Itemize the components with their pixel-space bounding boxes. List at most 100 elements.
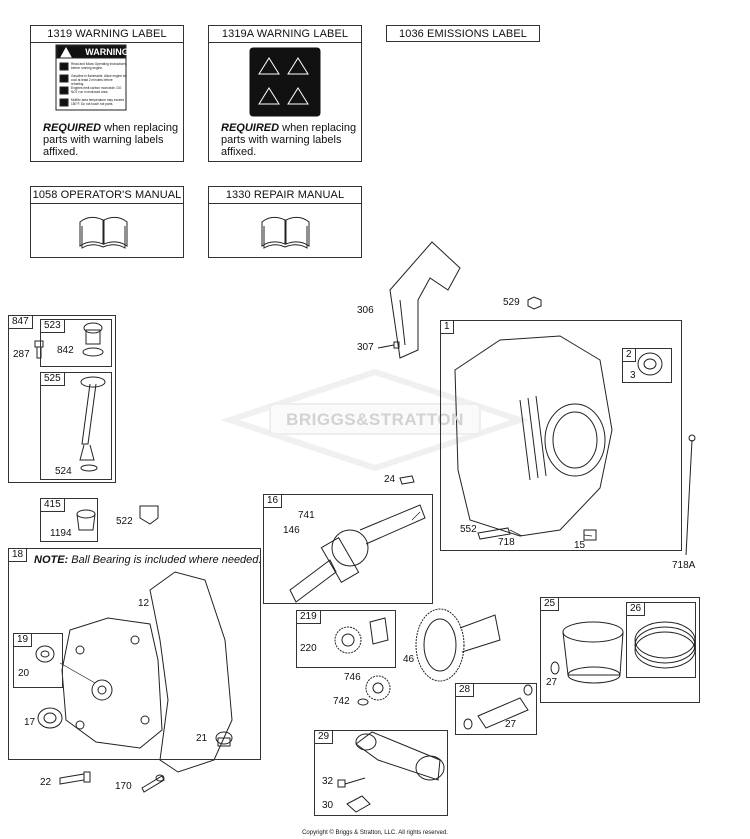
crankcase-cover-drawing [61,617,163,749]
box-title: 1319A WARNING LABEL [209,26,361,43]
copyright-notice: Copyright © Briggs & Stratton, LLC. All … [302,830,448,836]
warning-sign-line: Muffler area temperature may exceed 150°… [71,98,125,106]
part-number: 20 [18,668,30,679]
clip-27-drawing [550,661,560,675]
part-number: 21 [196,733,208,744]
note-keyword: NOTE: [34,554,69,566]
group-tag: 26 [626,602,646,616]
part-number: 287 [13,349,30,360]
group-tag: 2 [622,348,636,362]
part-number: 27 [505,719,517,730]
box-title: 1036 EMISSIONS LABEL [399,28,527,40]
part-number: 522 [116,516,133,527]
part-number: 146 [283,525,300,536]
required-keyword: REQUIRED [221,122,280,134]
nut-529-drawing [527,296,542,310]
dipstick-tube-drawing [79,376,106,472]
group-1-box [440,320,682,551]
part-number: 22 [40,777,52,788]
drain-plug-drawing [76,509,96,531]
pin-718a-drawing [685,434,696,556]
part-number: 30 [322,800,334,811]
part-number: 307 [357,342,374,353]
group-tag: 523 [40,319,65,333]
group-525-box [40,372,112,480]
required-note: REQUIRED when replacing parts with warni… [43,122,179,158]
brand-watermark-text: BRIGGS&STRATTON [286,410,464,429]
screw-307-drawing [377,341,400,349]
note-text: Ball Bearing is included where needed. [68,554,262,566]
box-title: 1058 OPERATOR'S MANUAL [31,187,183,204]
part-number: 524 [55,466,72,477]
required-keyword: REQUIRED [43,122,102,134]
part-number: 718A [672,560,696,571]
part-number: 718 [498,537,515,548]
group-25-box [540,597,700,703]
rod-bolt-drawing [337,777,366,788]
gasket-drawing [149,571,233,773]
group-29-box [314,730,448,816]
part-number: 220 [300,643,317,654]
camshaft-gear-drawing [415,608,501,682]
washer-742-drawing [357,698,369,706]
key-24-drawing [399,475,415,485]
warning-sign-line: Engines emit carbon monoxide. DO NOT run… [71,86,122,94]
group-tag: 1 [440,320,454,334]
group-tag: 16 [263,494,283,508]
emissions-label-1036-box: 1036 EMISSIONS LABEL [386,25,540,42]
group-219-box [296,610,396,668]
stud-170-drawing [141,774,165,793]
part-21-drawing [215,731,233,747]
repair-manual-box: 1330 REPAIR MANUAL [208,186,362,258]
warning-sign-line: Gasoline is flammable. Allow engine to c… [71,74,126,86]
crankshaft-drawing [289,504,426,603]
warning-label-1319-box: 1319 WARNING LABEL WARNING Read and foll… [30,25,184,162]
part-number: 741 [298,510,315,521]
group-523-box [40,319,112,367]
group-847-box [8,315,116,483]
leader-lines [59,511,593,684]
part-number: 32 [322,776,334,787]
group-tag: 29 [314,730,334,744]
bolt-22-drawing [59,771,91,785]
group-18-box [8,548,261,760]
group-16-box [263,494,433,604]
group-tag: 28 [455,683,475,697]
required-text: when replacing parts with warning labels… [43,122,179,158]
blower-housing-306-drawing [389,241,461,359]
part-number: 742 [333,696,350,707]
group-415-box [40,498,98,542]
rod-cap-drawing [346,795,371,813]
part-number: 306 [357,305,374,316]
seal-20-drawing [35,645,55,663]
cylinder-block-drawing [454,335,613,537]
bolt-287-drawing [34,340,44,359]
group-tag: 415 [40,498,65,512]
box-title: 1330 REPAIR MANUAL [209,187,361,204]
required-text: when replacing parts with warning labels… [221,122,357,158]
part-number: 529 [503,297,520,308]
part-number: 746 [344,672,361,683]
operators-manual-box: 1058 OPERATOR'S MANUAL [30,186,184,258]
group-2-box [622,348,672,383]
group-26-box [626,602,696,678]
group-tag: 847 [8,315,33,329]
part-number: 170 [115,781,132,792]
book-icon [79,216,128,249]
part-number: 12 [138,598,150,609]
piston-drawing [562,621,624,684]
part-number: 842 [57,345,74,356]
part-number: 17 [24,717,36,728]
part-number: 24 [384,474,396,485]
gear-746-drawing [365,675,391,701]
oil-fill-cap-drawing [139,505,159,525]
safety-pictogram-icon [249,47,321,117]
wrist-pin-drawing [463,684,533,730]
group-tag: 525 [40,372,65,386]
part-number: 3 [630,370,636,381]
group-19-box [13,633,63,688]
part-number: 46 [403,654,415,665]
part-number: 15 [574,540,586,551]
brand-watermark [220,368,530,472]
